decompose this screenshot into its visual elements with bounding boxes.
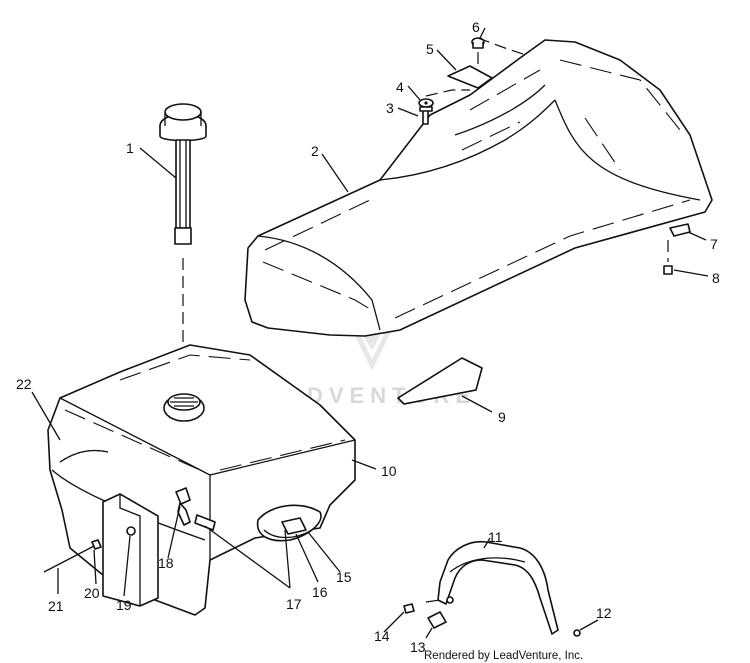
- part-label-11: 11: [488, 529, 503, 545]
- part-label-7: 7: [710, 236, 718, 252]
- part-label-16: 16: [312, 584, 328, 600]
- part-label-20: 20: [84, 585, 100, 601]
- seat: [244, 39, 713, 337]
- seat-strap-hardware: [418, 37, 527, 125]
- part-label-15: 15: [336, 569, 352, 585]
- part-label-22: 22: [16, 376, 32, 392]
- part-label-1: 1: [126, 140, 134, 156]
- part-labels: 1 2 3 4 5 6 7 8 9 10 11 12 13 14 15 16 1…: [16, 19, 720, 655]
- fuel-tank: [43, 344, 356, 616]
- part-label-9: 9: [498, 409, 506, 425]
- part-label-12: 12: [596, 605, 612, 621]
- part-label-8: 8: [712, 270, 720, 286]
- part-label-3: 3: [386, 100, 394, 116]
- part-label-5: 5: [426, 41, 434, 57]
- part-label-10: 10: [381, 463, 397, 479]
- tank-strap: [403, 540, 581, 637]
- part-label-19: 19: [116, 597, 132, 613]
- part-label-18: 18: [158, 555, 174, 571]
- seat-pad: [397, 357, 483, 405]
- footer-credit: Rendered by LeadVenture, Inc.: [424, 650, 583, 662]
- part-label-14: 14: [374, 628, 390, 644]
- part-label-4: 4: [396, 79, 404, 95]
- part-label-17: 17: [286, 596, 302, 612]
- part-label-13: 13: [410, 639, 426, 655]
- part-label-21: 21: [48, 598, 64, 614]
- seat-bracket: [663, 223, 691, 275]
- fuel-cap-gauge: [159, 103, 207, 386]
- leader-lines: [31, 27, 709, 639]
- part-label-2: 2: [311, 143, 319, 159]
- part-label-6: 6: [472, 19, 480, 35]
